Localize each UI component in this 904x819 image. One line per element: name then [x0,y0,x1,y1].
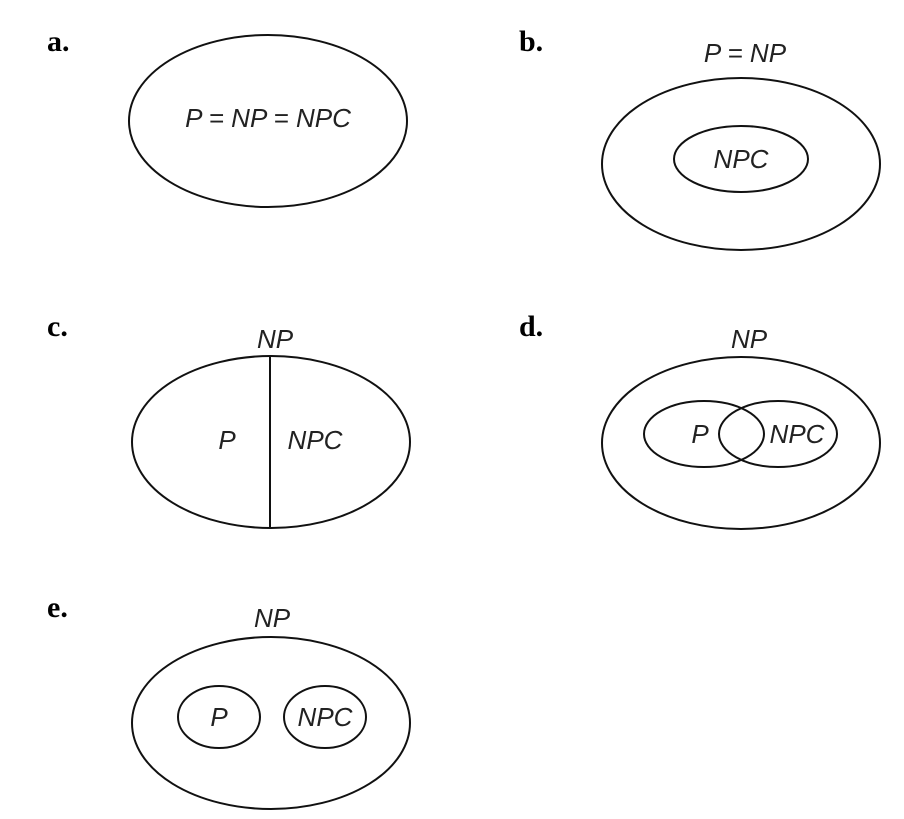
panel-b-outer-label: P = NP [704,38,787,68]
panel-e: e. NP P NPC [47,591,411,810]
panel-a-set-label: P = NP = NPC [185,103,351,133]
panel-c-outer-label: NP [257,324,294,354]
panel-d-outer-ellipse [601,356,881,530]
panel-e-outer-label: NP [254,603,291,633]
panel-b-inner-label: NPC [714,144,769,174]
panel-c-right-label: NPC [288,425,343,455]
panel-e-outer-ellipse [131,636,411,810]
panel-d: d. NP P NPC [519,310,881,530]
panel-e-right-ellipse [283,685,367,749]
panel-e-left-ellipse [177,685,261,749]
panel-b-outer-ellipse [601,77,881,251]
panel-d-right-label: NPC [770,419,825,449]
panel-a: a. P = NP = NPC [47,25,408,208]
panel-c: c. NP P NPC [47,310,411,529]
panel-c-letter: c. [47,310,68,343]
panel-b: b. P = NP NPC [519,25,881,251]
panel-d-letter: d. [519,310,543,343]
panel-a-letter: a. [47,25,70,58]
panel-a-set-ellipse [128,34,408,208]
panel-d-left-label: P [691,419,709,449]
panel-e-left-label: P [210,702,228,732]
panel-d-outer-label: NP [731,324,768,354]
panel-c-left-label: P [218,425,236,455]
panel-d-left-ellipse [643,400,765,468]
panel-e-right-label: NPC [298,702,353,732]
panel-b-inner-ellipse [673,125,809,193]
panel-e-letter: e. [47,591,68,624]
panel-b-letter: b. [519,25,543,58]
panel-d-right-ellipse [718,400,838,468]
